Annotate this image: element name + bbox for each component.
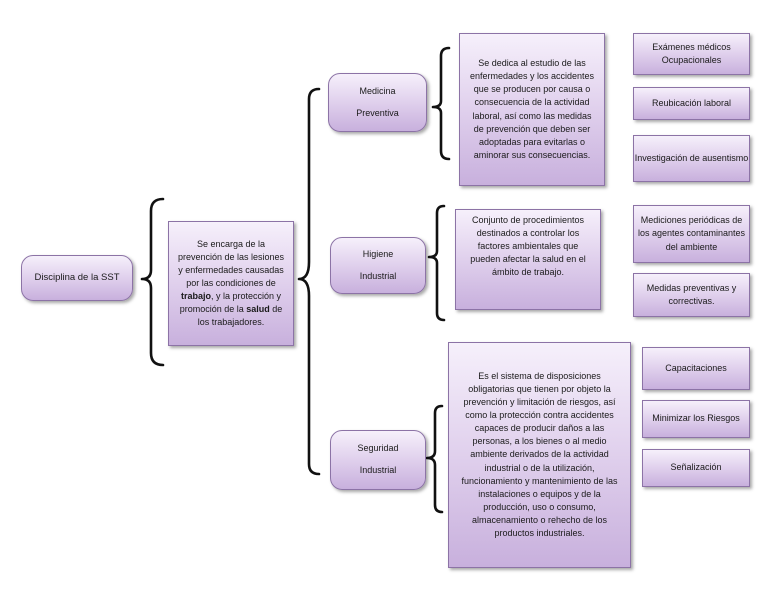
root-bracket	[140, 197, 165, 367]
branch-title-line1: Seguridad	[357, 443, 399, 454]
branch-title-line2: Preventiva	[356, 107, 399, 118]
definition-bold-salud: salud	[246, 304, 270, 315]
item-label: Investigación de ausentismo	[634, 152, 749, 163]
branch-higiene-industrial: Higiene Industrial	[330, 237, 426, 294]
higiene-description: Conjunto de procedimientos destinados a …	[455, 209, 601, 310]
definition-text: Se encarga de la prevención de las lesio…	[175, 238, 287, 329]
item-label: Exámenes médicos Ocupacionales	[652, 41, 731, 65]
item-label: Señalización	[670, 462, 722, 473]
higiene-bracket	[427, 204, 446, 322]
description-text: Conjunto de procedimientos destinados a …	[470, 215, 586, 278]
item-label: Minimizar los Riesgos	[652, 413, 740, 424]
item-examenes-medicos: Exámenes médicos Ocupacionales	[633, 33, 750, 75]
description-text: Es el sistema de disposiciones obligator…	[461, 371, 618, 538]
definition-part2: , y la protección y promoción de la	[179, 291, 282, 315]
item-label: Reubicación laboral	[651, 97, 732, 108]
definition-box: Se encarga de la prevención de las lesio…	[168, 221, 294, 346]
item-medidas-preventivas: Medidas preventivas y correctivas.	[633, 273, 750, 317]
branch-medicina-preventiva: Medicina Preventiva	[328, 73, 427, 132]
item-label: Medidas preventivas y correctivas.	[646, 282, 737, 306]
item-reubicacion-laboral: Reubicación laboral	[633, 87, 750, 120]
medicina-bracket	[431, 46, 451, 161]
root-node: Disciplina de la SST	[21, 255, 133, 301]
branch-title-line2: Industrial	[359, 465, 397, 475]
item-label: Capacitaciones	[665, 362, 727, 373]
main-bracket	[297, 87, 321, 476]
branch-title-line2: Industrial	[359, 270, 397, 281]
branch-title-line1: Medicina	[359, 85, 396, 96]
definition-part1: Se encarga de la prevención de las lesio…	[177, 238, 285, 288]
root-label: Disciplina de la SST	[34, 272, 120, 284]
item-investigacion-ausentismo: Investigación de ausentismo	[633, 135, 750, 182]
definition-bold-trabajo: trabajo	[180, 291, 211, 302]
medicina-description: Se dedica al estudio de las enfermedades…	[459, 33, 605, 186]
item-minimizar-riesgos: Minimizar los Riesgos	[642, 400, 750, 438]
item-capacitaciones: Capacitaciones	[642, 347, 750, 390]
item-mediciones-periodicas: Mediciones periódicas de los agentes con…	[633, 205, 750, 263]
item-senalizacion: Señalización	[642, 449, 750, 487]
definition-part3: de los trabajadores.	[197, 304, 283, 328]
seguridad-bracket	[425, 404, 444, 514]
description-text: Se dedica al estudio de las enfermedades…	[469, 58, 595, 160]
branch-seguridad-industrial: Seguridad Industrial	[330, 430, 426, 490]
item-label: Mediciones periódicas de los agentes con…	[637, 215, 746, 252]
seguridad-description: Es el sistema de disposiciones obligator…	[448, 342, 631, 568]
branch-title-line1: Higiene	[362, 248, 394, 259]
